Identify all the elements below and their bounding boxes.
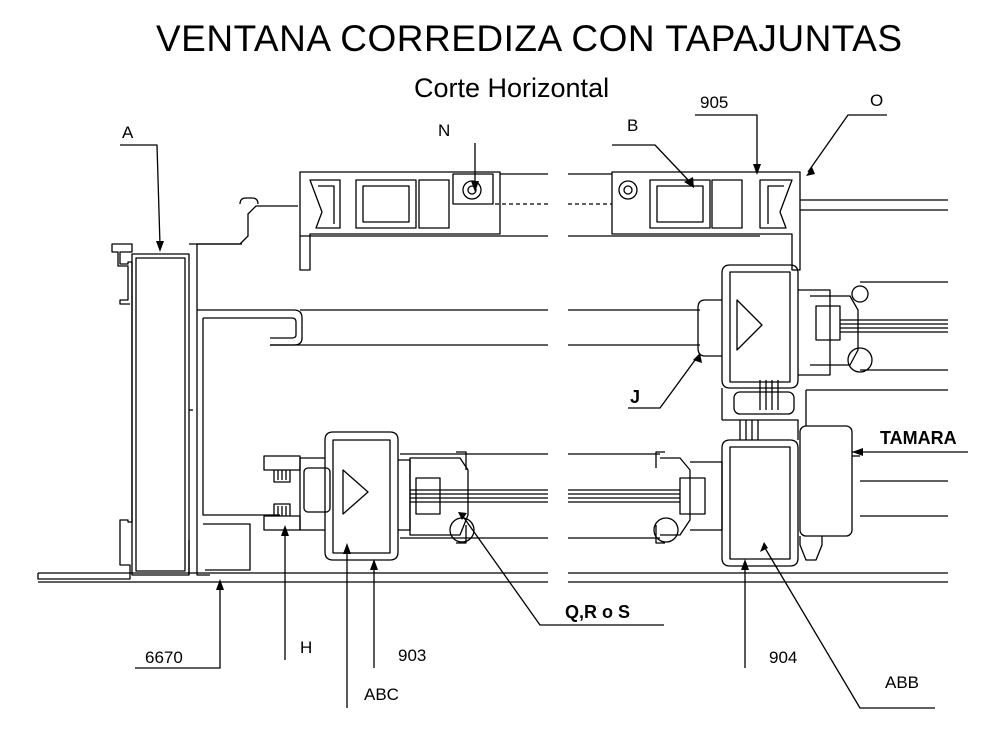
label-904: 904 [769,648,797,667]
top-left-profile [299,171,501,271]
label-b: B [627,116,638,135]
drawing-title: VENTANA CORREDIZA CON TAPAJUNTAS [156,18,903,59]
label-j: J [630,387,640,407]
label-903: 903 [398,646,426,665]
label-qrs: Q,R o S [565,602,630,622]
top-right-profile [611,171,801,271]
left-jamb-profile [37,197,303,580]
label-tamara: TAMARA [880,428,957,448]
arrowheads [156,164,863,590]
label-a: A [122,123,134,142]
right-sash-profile [653,264,948,567]
leader-lines [120,114,968,709]
label-abc: ABC [364,685,399,704]
right-long-lines [568,173,948,583]
label-905: 905 [700,93,728,112]
label-abb: ABB [885,673,919,692]
label-6670: 6670 [145,648,183,667]
label-o: O [870,91,883,110]
label-n: N [438,121,450,140]
left-sash-profile [263,431,475,561]
drawing-subtitle: Corte Horizontal [414,73,610,103]
left-long-lines [38,173,548,583]
label-h: H [300,638,312,657]
tamara-accessory [799,390,860,561]
